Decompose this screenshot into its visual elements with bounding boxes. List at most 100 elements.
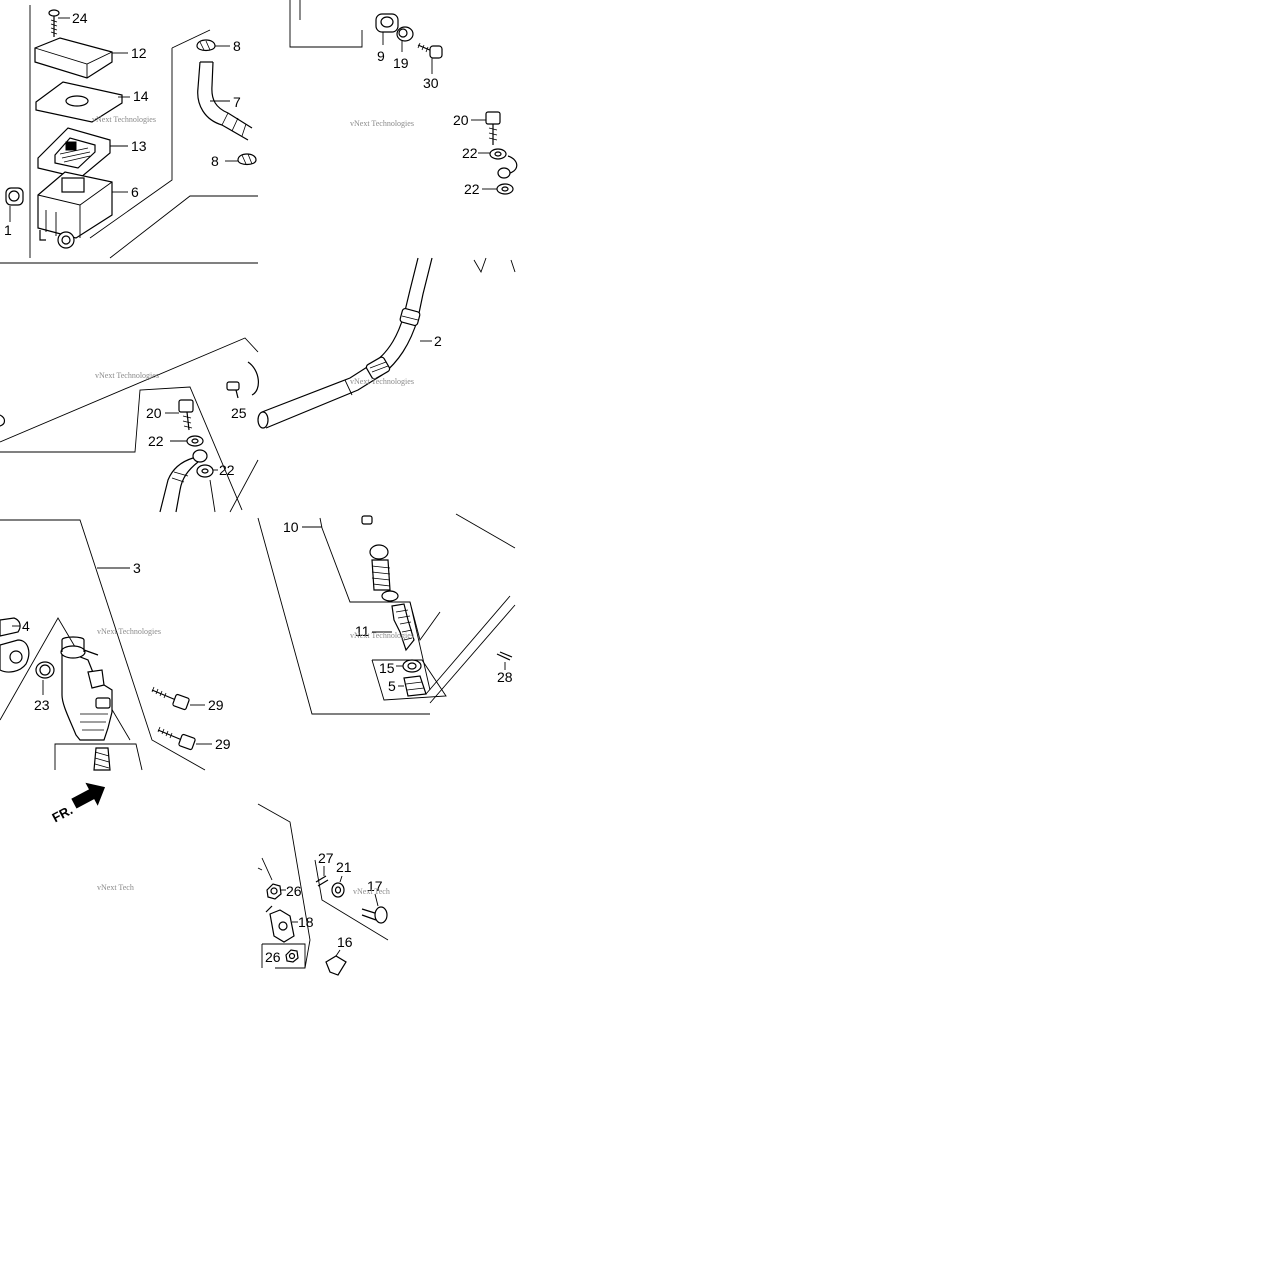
callout-8a: 8 (233, 38, 241, 54)
hose-end (247, 361, 259, 396)
callout-5: 5 (388, 678, 396, 694)
clevis-part (0, 617, 30, 673)
callout-29b: 29 (215, 736, 231, 752)
callout-10: 10 (283, 519, 299, 535)
sealing-washer-part (196, 464, 214, 478)
tile-brake-hose: 25 20 22 22 vNext Technologies (0, 337, 259, 513)
callout-22a: 22 (462, 145, 478, 161)
callout-9: 9 (377, 48, 385, 64)
callout-19: 19 (393, 55, 409, 71)
banjo-bolt-part (178, 399, 194, 431)
mounting-bolt-part (151, 686, 190, 711)
hose-clamp-part (196, 39, 216, 52)
cotter-pin-part (496, 651, 513, 670)
dash-frame (257, 803, 311, 969)
tile-reservoir: 24 12 14 13 (0, 5, 258, 264)
callout-15: 15 (379, 660, 395, 676)
callout-13: 13 (131, 138, 147, 154)
tile-border (0, 5, 258, 264)
dash-frame (409, 601, 431, 691)
master-cylinder-body (60, 636, 113, 741)
o-ring-part (35, 661, 55, 695)
callout-25: 25 (231, 405, 247, 421)
dash-frame (455, 513, 516, 549)
front-label: FR. (50, 802, 76, 825)
callout-28: 28 (497, 669, 513, 685)
cotter-pin-part (315, 866, 329, 887)
callout-21: 21 (336, 859, 352, 875)
washer-part (402, 659, 422, 673)
watermark: vNext Technologies (97, 627, 161, 636)
bolt-part (417, 42, 443, 74)
dash-frame (314, 859, 389, 941)
grommet-part (5, 187, 24, 222)
tile-master-cylinder: 3 4 23 (0, 519, 231, 771)
piston-part (391, 603, 415, 652)
dash-frame (510, 259, 516, 273)
bracket-part (325, 949, 347, 976)
piston-spring-part (361, 515, 399, 602)
tile-front-arrow: FR. vNext Tech (50, 782, 134, 892)
callout-12: 12 (131, 45, 147, 61)
spring-part (93, 747, 111, 771)
hose-clamp-part (237, 153, 257, 166)
joint-part (265, 905, 295, 943)
callout-22b: 22 (464, 181, 480, 197)
plate-part (35, 81, 123, 123)
dash-frame (0, 519, 206, 771)
reservoir-cap-part (34, 37, 113, 79)
reservoir-hose-part (197, 61, 253, 141)
dust-boot-part (403, 675, 427, 697)
front-direction-arrow-icon: FR. (50, 782, 106, 825)
callout-24: 24 (72, 10, 88, 26)
sealing-washer-part (496, 183, 514, 195)
dash-frame (257, 517, 430, 715)
sealing-washer-part (186, 435, 204, 447)
clevis-pin-part (361, 893, 388, 924)
watermark: vNext Technologies (350, 377, 414, 386)
grommet-part (375, 13, 399, 45)
callout-22c: 22 (148, 433, 164, 449)
dash-frame (229, 459, 259, 513)
reservoir-body-part (37, 171, 113, 249)
washer-part (331, 875, 345, 898)
callout-20a: 20 (453, 112, 469, 128)
watermark: vNext Tech (353, 887, 390, 896)
dash-frame (89, 48, 173, 239)
dash-frame (257, 857, 273, 881)
watermark: vNext Technologies (350, 119, 414, 128)
callout-16: 16 (337, 934, 353, 950)
dash-frame (473, 257, 487, 274)
dash-frame (371, 659, 447, 701)
callout-27: 27 (318, 850, 334, 866)
tile-pedal-linkage: 26 18 26 27 21 (257, 803, 390, 976)
callout-20b: 20 (146, 405, 162, 421)
watermark: vNext Tech (97, 883, 134, 892)
tile-hose-2: 2 vNext Technologies (257, 257, 516, 429)
callout-17: 17 (367, 878, 383, 894)
collar-part (396, 26, 414, 52)
dash-frame (0, 337, 259, 443)
mounting-bolt-part (157, 726, 196, 751)
callout-3: 3 (133, 560, 141, 576)
dash-frame (54, 743, 143, 771)
dash-frame (209, 479, 216, 513)
watermark: vNext Technologies (95, 371, 159, 380)
dash-frame (289, 0, 363, 48)
watermark: vNext Technologies (92, 115, 156, 124)
dash-frame (0, 386, 243, 511)
dash-frame (319, 517, 441, 642)
bleeder-part (226, 381, 240, 399)
callout-1: 1 (4, 222, 12, 238)
dash-frame (261, 943, 306, 968)
banjo-fitting (497, 167, 511, 179)
callout-11: 11 (355, 623, 370, 639)
callout-26a: 26 (286, 883, 302, 899)
callout-29a: 29 (208, 697, 224, 713)
callout-6: 6 (131, 184, 139, 200)
nut-part (266, 883, 282, 900)
callout-2: 2 (434, 333, 442, 349)
callout-23: 23 (34, 697, 50, 713)
nut-part (285, 949, 299, 963)
